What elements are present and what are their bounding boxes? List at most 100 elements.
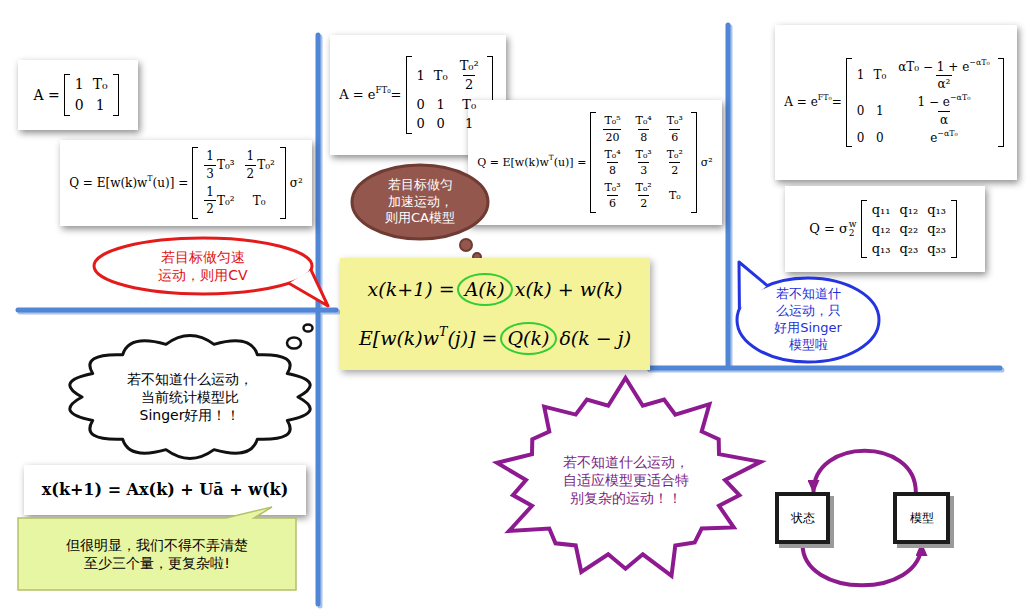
math-term: 1 xyxy=(876,104,884,118)
math-term: (u)] = xyxy=(554,156,587,169)
math-term: T₀ xyxy=(93,76,108,93)
math-term: −αT₀ xyxy=(950,93,970,103)
matrix-bracket xyxy=(280,147,286,219)
math-term: T₀⁴ xyxy=(604,148,620,161)
math-term: T₀³ xyxy=(604,181,620,194)
divider-line xyxy=(316,35,321,604)
math-term: 2 xyxy=(247,167,255,181)
math-term: 1 xyxy=(437,97,445,113)
equation-stack: x(k+1) =A(k)x(k) + w(k)E[w(k)wT(j)] =Q(k… xyxy=(359,273,631,355)
fraction: T₀²2 xyxy=(458,58,481,92)
denominator: 6 xyxy=(669,129,680,144)
numerator: T₀² xyxy=(458,58,481,75)
cloud-dot xyxy=(304,324,313,331)
math-term: 8 xyxy=(640,131,647,144)
formula-box: A =1T₀01 xyxy=(18,60,138,130)
math-term: A = xyxy=(33,87,59,104)
bubble-tail-line xyxy=(739,262,767,309)
numerator: 1 xyxy=(204,149,216,164)
math-term: T₀ xyxy=(873,68,886,82)
math-term: 20 xyxy=(605,131,619,144)
bubble-shape xyxy=(18,518,296,590)
divider-line xyxy=(648,366,1000,371)
thought-dot xyxy=(460,239,472,251)
math-row: Q = E[w(k)wT(u)] =13T₀³12T₀²12T₀²T₀σ² xyxy=(69,147,303,219)
matrix-bracket xyxy=(590,112,596,212)
math-term: 3 xyxy=(640,164,647,177)
math-term: (u)] = xyxy=(153,176,189,190)
fraction: T₀³ 6 xyxy=(665,114,685,143)
speech-bubble: 若目标做匀速运动，则用CV xyxy=(92,236,314,296)
math-term: FT₀ xyxy=(375,85,390,95)
star-outline xyxy=(497,378,761,576)
matrix: 13T₀³12T₀²12T₀²T₀ xyxy=(192,147,286,219)
math-row: e−αT₀ xyxy=(930,131,958,145)
numerator: T₀² xyxy=(665,148,685,162)
fraction: αT₀ − 1 + e−αT₀α² xyxy=(896,60,991,92)
math-term: 1 xyxy=(206,185,214,199)
matrix-grid: 13T₀³12T₀²12T₀²T₀ xyxy=(198,147,280,219)
math-term: T₀³ xyxy=(636,148,652,161)
fraction: T₀³ 3 xyxy=(634,148,654,177)
cycle-arrow xyxy=(803,544,922,585)
math-term: Q = E[w(k)w xyxy=(477,156,549,169)
math-term: q₁₃ xyxy=(872,241,891,257)
math-term: x(k+1) = Ax(k) + Uā + w(k) xyxy=(42,480,288,499)
bubble-text: 若目标做匀速运动，则用CV xyxy=(157,248,249,284)
equation-box: x(k+1) =A(k)x(k) + w(k)E[w(k)wT(j)] =Q(k… xyxy=(340,258,650,370)
fraction: 1 − e−αT₀α xyxy=(916,95,973,127)
math-term: T₀³ xyxy=(667,114,683,127)
node-label: 状态 xyxy=(791,511,815,525)
bubble-outline xyxy=(94,238,312,294)
formula-box: Q = σw2q₁₁q₁₂q₁₃q₁₂q₂₂q₂₃q₁₃q₂₃q₃₃ xyxy=(785,186,985,272)
matrix-bracket xyxy=(406,56,412,133)
script-stack: w2 xyxy=(849,220,857,238)
math-term: α² xyxy=(938,77,951,91)
fraction: 13 xyxy=(204,149,216,181)
math-term: 0 xyxy=(75,97,84,114)
state-box: 状态 xyxy=(775,492,830,544)
state-box: 模型 xyxy=(893,492,950,544)
cloud-dot xyxy=(287,337,301,348)
math-term: = xyxy=(832,95,842,109)
numerator: T₀³ xyxy=(634,148,654,162)
math-row: A =1T₀01 xyxy=(33,74,122,116)
math-term: x(k+1) = xyxy=(368,278,455,301)
math-term: δ(k − j) xyxy=(559,327,631,350)
math-term: Q = σ xyxy=(809,221,848,237)
bubble-text: 但很明显，我们不得不弄清楚至少三个量，更复杂啦! xyxy=(62,536,252,572)
star-burst: 若不知道什么运动，自适应模型更适合特别复杂的运动！！ xyxy=(488,375,763,585)
formula-box: A = eFT₀=1T₀αT₀ − 1 + e−αT₀α²011 − e−αT₀… xyxy=(775,25,1017,180)
bubble-text: 若不知道什么运动，只好用Singer模型啦 xyxy=(773,286,843,354)
math-row: 12T₀² xyxy=(244,149,275,181)
math-term: 1 xyxy=(247,149,255,163)
math-term: 1 xyxy=(465,116,473,132)
matrix-grid: 1T₀01 xyxy=(70,74,113,116)
math-term: σ² xyxy=(290,176,303,190)
math-term: T₀³ xyxy=(217,158,235,172)
math-term: q₂₃ xyxy=(899,241,918,257)
math-term: x(k) + w(k) xyxy=(515,278,623,301)
matrix-bracket xyxy=(113,74,119,116)
math-term: 2 xyxy=(640,197,647,210)
math-term: 1 xyxy=(857,68,865,82)
matrix-grid: T₀⁵20T₀⁴8T₀³6T₀⁴8T₀³3T₀²2T₀³6T₀²2T₀ xyxy=(596,112,690,212)
divider-line xyxy=(18,308,336,313)
math-term: T₀⁴ xyxy=(636,114,652,127)
numerator: T₀² xyxy=(634,181,654,195)
bubble-text: 若不知道什么运动，自适应模型更适合特别复杂的运动！！ xyxy=(561,453,691,508)
divider-line xyxy=(726,25,731,365)
denominator: 8 xyxy=(607,162,618,177)
matrix: T₀⁵20T₀⁴8T₀³6T₀⁴8T₀³3T₀²2T₀³6T₀²2T₀ xyxy=(590,112,696,212)
math-term: T xyxy=(147,174,152,184)
denominator: 2 xyxy=(669,162,680,177)
cloud-callout: 若不知道什么运动，当前统计模型比Singer好用！！ xyxy=(72,333,308,461)
math-row: Q = E[w(k)wT(u)] =T₀⁵20T₀⁴8T₀³6T₀⁴8T₀³3T… xyxy=(477,112,713,212)
math-term: A = e xyxy=(339,87,375,103)
matrix: q₁₁q₁₂q₁₃q₁₂q₂₂q₂₃q₁₃q₂₃q₃₃ xyxy=(861,200,957,259)
denominator: 6 xyxy=(607,195,618,210)
bubble-tail xyxy=(289,270,328,306)
math-row: 12T₀² xyxy=(203,185,234,217)
matrix-bracket xyxy=(192,147,198,219)
